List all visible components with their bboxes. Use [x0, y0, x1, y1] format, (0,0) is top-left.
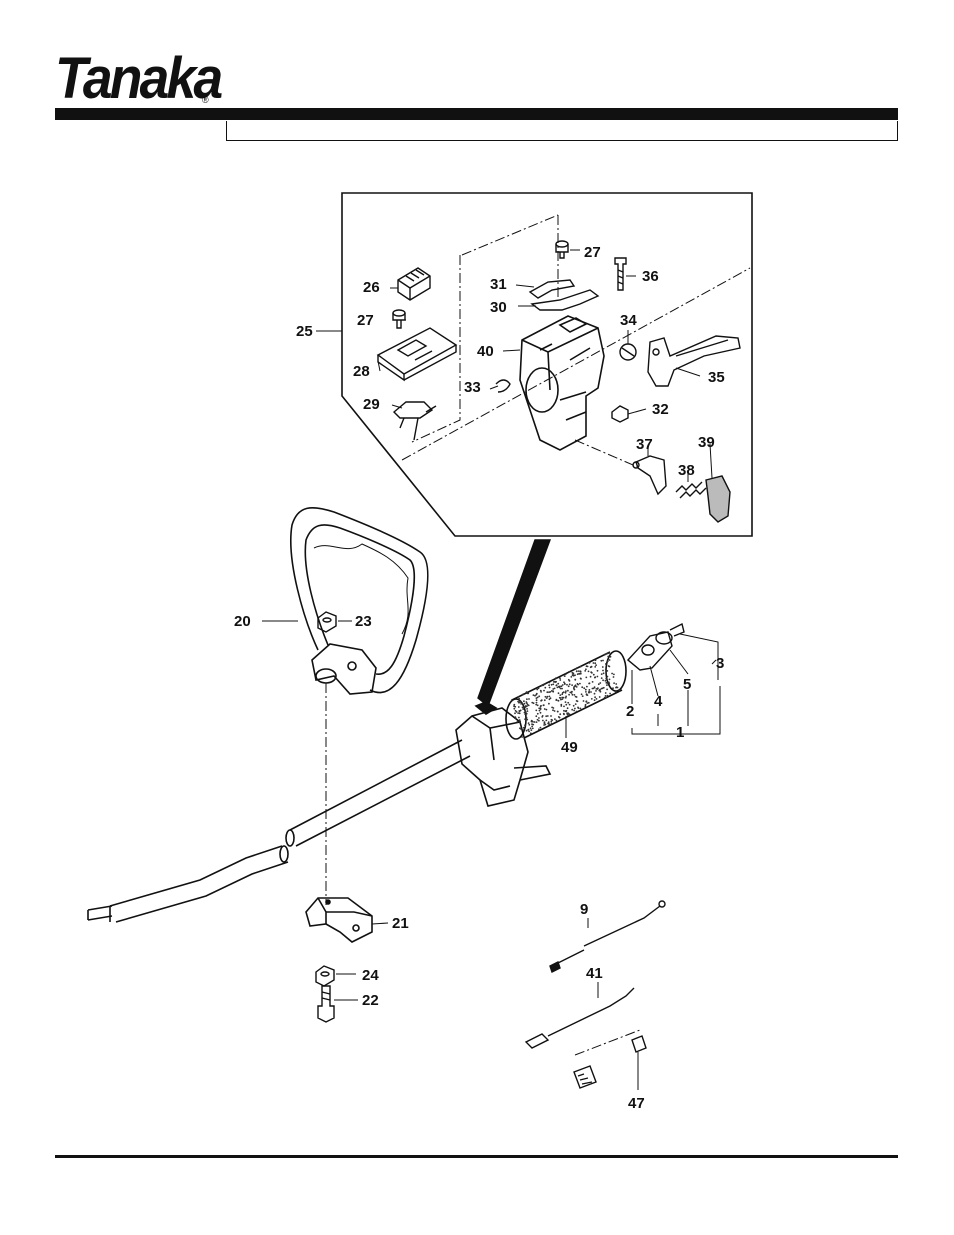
main-drive-shaft — [87, 739, 471, 923]
label-part-21: 21 — [392, 915, 409, 932]
label-part-36: 36 — [642, 268, 659, 285]
label-part-27-lower: 27 — [357, 312, 374, 329]
handle-clamp-upper — [311, 643, 377, 695]
part-23-nut — [317, 611, 337, 633]
part-35-throttle-lever — [647, 335, 741, 387]
grip-end-assembly — [626, 622, 685, 671]
label-part-32: 32 — [652, 401, 669, 418]
header-rule — [55, 108, 898, 120]
part-28-plate — [376, 327, 458, 382]
throttle-housing — [455, 701, 552, 807]
label-part-26: 26 — [363, 279, 380, 296]
part-38-spring — [675, 481, 707, 499]
label-part-47: 47 — [628, 1095, 645, 1112]
label-part-31: 31 — [490, 276, 507, 293]
label-part-23: 23 — [355, 613, 372, 630]
label-part-41: 41 — [586, 965, 603, 982]
registered-mark: ® — [202, 95, 209, 105]
part-40-housing — [519, 315, 605, 451]
label-part-49: 49 — [561, 739, 578, 756]
part-47-tube — [573, 1035, 647, 1089]
footer-rule — [55, 1155, 898, 1158]
label-part-30: 30 — [490, 299, 507, 316]
label-part-35: 35 — [708, 369, 725, 386]
label-part-9: 9 — [580, 901, 588, 918]
part-41-ignition-wire — [524, 987, 635, 1049]
label-part-3: 3 — [716, 655, 724, 672]
label-part-37: 37 — [636, 436, 653, 453]
part-33-clip — [495, 379, 511, 393]
detail-pointer-arrow — [477, 539, 552, 708]
label-part-33: 33 — [464, 379, 481, 396]
part-29-spring — [392, 401, 437, 441]
label-part-40: 40 — [477, 343, 494, 360]
grip-texture — [510, 652, 621, 738]
detail-inset-frame — [341, 192, 753, 537]
part-20-loop-handle — [290, 506, 429, 694]
label-part-20: 20 — [234, 613, 251, 630]
label-part-1: 1 — [676, 724, 684, 741]
label-part-2: 2 — [626, 703, 634, 720]
part-21-clamp — [305, 897, 373, 943]
part-27-screw-lower — [392, 309, 406, 329]
label-part-4: 4 — [654, 693, 663, 710]
part-22-bolt — [317, 985, 335, 1023]
label-part-34: 34 — [620, 312, 637, 329]
label-part-28: 28 — [353, 363, 370, 380]
label-part-22: 22 — [362, 992, 379, 1009]
part-30-lever — [530, 289, 600, 311]
label-part-5: 5 — [683, 676, 691, 693]
part-34-roller — [619, 343, 637, 361]
label-part-25: 25 — [296, 323, 313, 340]
part-26-button — [397, 267, 431, 301]
part-39-cover — [705, 475, 731, 523]
part-27-screw-upper — [555, 240, 569, 259]
label-part-24: 24 — [362, 967, 379, 984]
part-24-nut — [315, 965, 335, 987]
label-part-27-upper: 27 — [584, 244, 601, 261]
part-9-throttle-cable — [549, 900, 666, 973]
label-part-29: 29 — [363, 396, 380, 413]
part-37-stop — [632, 455, 667, 496]
label-part-39: 39 — [698, 434, 715, 451]
part-32-nut — [611, 405, 629, 423]
part-31-lever — [528, 279, 576, 299]
label-part-38: 38 — [678, 462, 695, 479]
tanaka-logo: Tanaka — [55, 46, 223, 111]
title-box — [226, 121, 898, 141]
part-36-bolt — [614, 257, 627, 291]
